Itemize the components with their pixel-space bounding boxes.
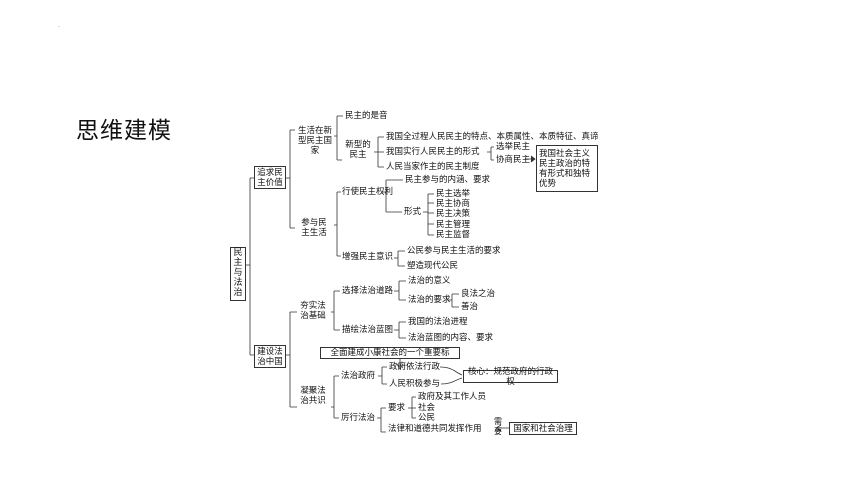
- node-requirements: 法治的要求: [408, 295, 451, 305]
- node-blueprint: 描绘法治蓝图: [342, 325, 394, 335]
- node-label-line: 治基础: [300, 311, 326, 321]
- leaf-item: 民主决策: [436, 209, 471, 219]
- need-char: 要: [494, 427, 502, 436]
- root-char: 与: [233, 268, 243, 278]
- node-label-line: 型民主国家: [297, 136, 332, 156]
- note-line: 优势: [539, 178, 557, 189]
- note-line: 我国社会主义: [539, 148, 591, 159]
- note-line: 民主政治的特: [539, 158, 591, 169]
- leaf-item: 政府依法行政: [389, 362, 441, 372]
- node-label-line: 参与民: [301, 218, 327, 228]
- leaf-item: 民主参与的内涵、要求: [405, 175, 491, 185]
- node-label-line: 民主: [349, 150, 367, 160]
- need-label: 需 要: [492, 417, 504, 437]
- node-requirements: 要求: [388, 403, 406, 413]
- leaf-item: 公民参与民主生活的要求: [407, 246, 501, 256]
- root-char: 民: [233, 248, 243, 258]
- leaf-item: 民主协商: [436, 199, 471, 209]
- node-label-line: 凝聚法: [300, 386, 326, 396]
- branch-rule-of-law: 建设法 治中国: [254, 345, 286, 368]
- node-label-line: 治共识: [300, 396, 326, 406]
- corner-dot: ·: [58, 24, 60, 31]
- node-label-line: 生活在新: [297, 126, 332, 136]
- node-forms: 形式: [404, 207, 422, 217]
- leaf-item: 公民: [418, 413, 436, 423]
- page-title: 思维建模: [76, 118, 172, 144]
- node-law-based-government: 法治政府: [341, 371, 376, 381]
- node-practice: 厉行法治: [341, 413, 376, 423]
- leaf-item: 善治: [461, 302, 479, 312]
- leaf-item: 我国的法治进程: [408, 317, 468, 327]
- leaf-item: 良法之治: [461, 289, 496, 299]
- branch-democracy: 追求民 主价值: [254, 166, 286, 189]
- leaf-item: 我国实行人民民主的形式: [386, 147, 480, 157]
- leaf-item: 我国全过程人民民主的特点、本质属性、本质特征、真谛: [386, 132, 599, 142]
- branch-label-line: 治中国: [257, 356, 283, 367]
- leaf-item: 法治蓝图的内容、要求: [408, 333, 494, 343]
- leaf-item: 法律和道德共同发挥作用: [388, 424, 482, 434]
- node-label-line: 新型的: [345, 140, 371, 150]
- leaf-item: 选举民主: [496, 142, 531, 152]
- leaf-item: 法治的意义: [408, 276, 451, 286]
- note-box: 我国社会主义 民主政治的特 有形式和独特 优势: [536, 145, 598, 192]
- branch-label-line: 主价值: [257, 177, 283, 188]
- branch-label-line: 建设法: [257, 346, 283, 357]
- leaf-item: 人民积极参与: [389, 379, 441, 389]
- node-label-line: 主生活: [301, 228, 327, 238]
- leaf-item: 人民当家作主的民主制度: [386, 162, 480, 172]
- node-label-line: 夯实法: [300, 301, 326, 311]
- leaf-item: 民主的是音: [345, 111, 388, 121]
- node-road: 选择法治道路: [342, 286, 394, 296]
- leaf-item: 民主监督: [436, 230, 471, 240]
- leaf-item: 社会: [418, 403, 436, 413]
- root-char: 法: [233, 278, 243, 288]
- leaf-item: 政府及其工作人员: [418, 392, 487, 402]
- root-char: 治: [233, 288, 243, 298]
- result-box: 国家和社会治理: [509, 422, 577, 435]
- node-build-consensus: 凝聚法 治共识: [296, 386, 330, 406]
- node-exercise-rights: 行使民主权利: [342, 187, 394, 197]
- node-new-democratic-country: 生活在新 型民主国家: [294, 126, 336, 156]
- need-char: 需: [494, 417, 502, 426]
- node-awareness: 增强民主意识: [342, 252, 394, 262]
- core-box: 核心：规范政府的行政权: [463, 367, 558, 387]
- node-new-democracy: 新型的 民主: [342, 140, 374, 160]
- leaf-item: 民主管理: [436, 220, 471, 230]
- root-node: 民 主 与 法 治: [230, 247, 246, 301]
- node-participate-democracy: 参与民 主生活: [296, 218, 332, 238]
- branch-label-line: 追求民: [257, 167, 283, 178]
- note-line: 有形式和独特: [539, 168, 591, 179]
- root-char: 主: [233, 258, 243, 268]
- leaf-item: 民主选举: [436, 189, 471, 199]
- leaf-item: 协商民主: [496, 155, 531, 165]
- leaf-item: 塑造现代公民: [407, 261, 459, 271]
- node-consolidate-foundation: 夯实法 治基础: [296, 301, 330, 321]
- goal-box: 全面建成小康社会的一个重要标: [320, 347, 460, 359]
